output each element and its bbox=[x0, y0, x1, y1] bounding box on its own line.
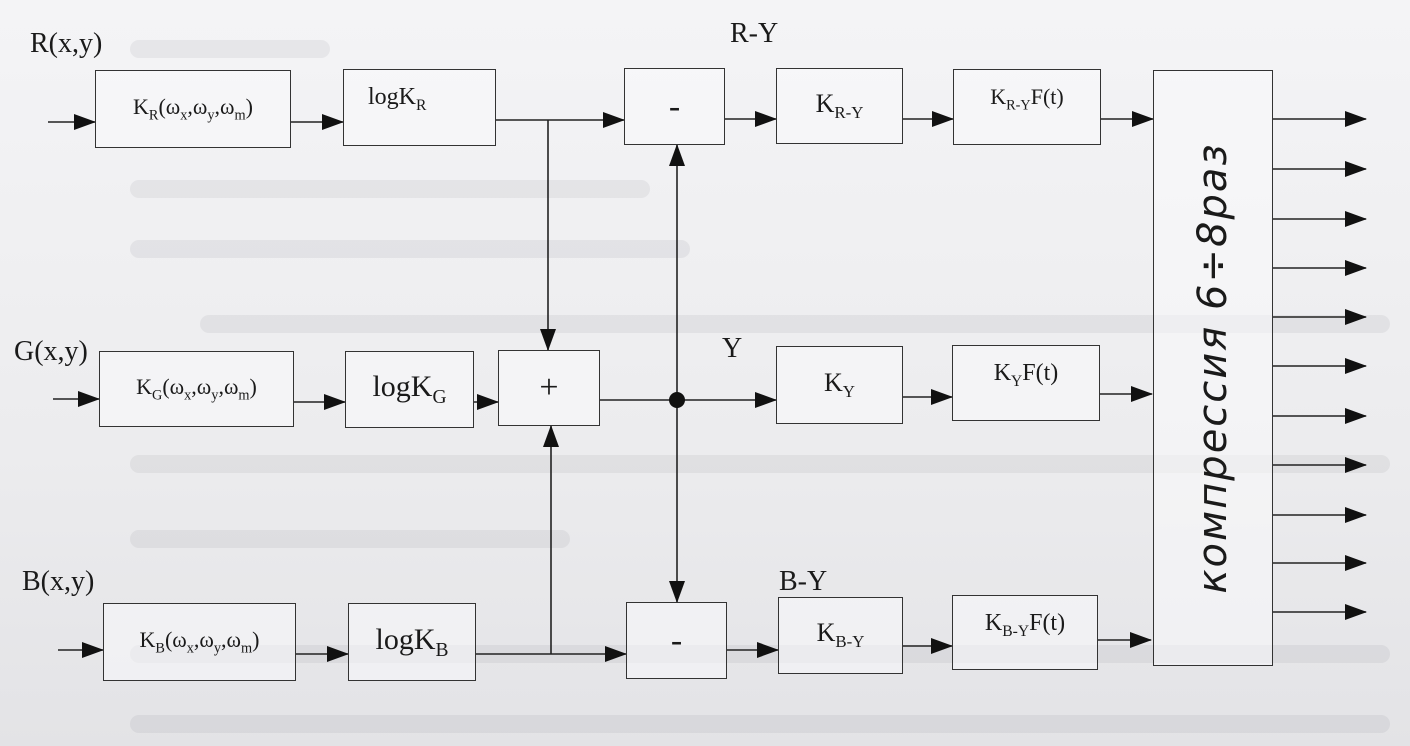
subtractor-bottom: - bbox=[626, 602, 727, 679]
gain-block-ry: KR-Y bbox=[776, 68, 903, 144]
temporal-y-text: KYF(t) bbox=[993, 360, 1059, 390]
background-text-line bbox=[130, 40, 330, 58]
signal-label-y: Y bbox=[722, 333, 743, 364]
junction-dot bbox=[669, 392, 685, 408]
background-text-line bbox=[130, 180, 650, 198]
spatial-filter-r: KR(ωx,ωy,ωm) bbox=[95, 70, 291, 148]
compression-block: компрессия 6÷8раз bbox=[1153, 70, 1273, 666]
filter-r-text: KR(ωx,ωy,ωm) bbox=[133, 93, 253, 124]
background-text-line bbox=[130, 530, 570, 548]
input-label-b: B(x,y) bbox=[22, 566, 95, 597]
background-text-line bbox=[130, 455, 1390, 473]
gain-by-text: KB-Y bbox=[816, 618, 865, 652]
temporal-by-text: KB-YF(t) bbox=[984, 610, 1066, 640]
adder: + bbox=[498, 350, 600, 426]
input-label-g: G(x,y) bbox=[14, 336, 88, 367]
temporal-block-ry: KR-YF(t) bbox=[953, 69, 1101, 145]
log-r-text: logKR bbox=[368, 84, 427, 114]
filter-g-text: KG(ωx,ωy,ωm) bbox=[136, 373, 257, 404]
temporal-block-by: KB-YF(t) bbox=[952, 595, 1098, 670]
log-g-text: logKG bbox=[372, 370, 447, 408]
compression-label: компрессия 6÷8раз bbox=[1190, 142, 1236, 594]
log-block-r: logKR bbox=[343, 69, 496, 146]
signal-label-by: B-Y bbox=[779, 566, 828, 597]
gain-y-text: KY bbox=[824, 367, 855, 402]
background-text-line bbox=[200, 315, 1390, 333]
log-block-b: logKB bbox=[348, 603, 476, 681]
temporal-block-y: KYF(t) bbox=[952, 345, 1100, 421]
filter-b-text: KB(ωx,ωy,ωm) bbox=[139, 626, 260, 657]
gain-block-by: KB-Y bbox=[778, 597, 903, 674]
signal-label-ry: R-Y bbox=[730, 18, 779, 49]
input-label-r: R(x,y) bbox=[30, 28, 103, 59]
subtractor-top: - bbox=[624, 68, 725, 145]
spatial-filter-b: KB(ωx,ωy,ωm) bbox=[103, 603, 296, 681]
spatial-filter-g: KG(ωx,ωy,ωm) bbox=[99, 351, 294, 427]
log-block-g: logKG bbox=[345, 351, 474, 428]
gain-ry-text: KR-Y bbox=[815, 88, 864, 123]
background-text-line bbox=[130, 240, 690, 258]
gain-block-y: KY bbox=[776, 346, 903, 424]
temporal-ry-text: KR-YF(t) bbox=[990, 84, 1064, 114]
background-text-line bbox=[130, 715, 1390, 733]
log-b-text: logKB bbox=[375, 622, 449, 661]
